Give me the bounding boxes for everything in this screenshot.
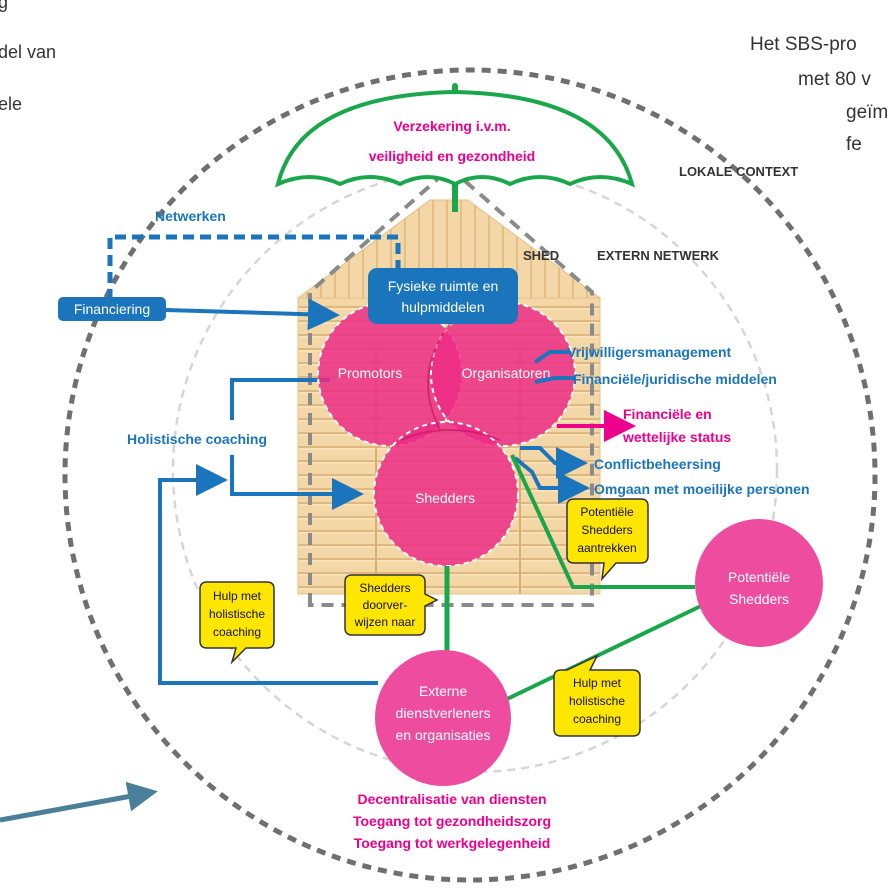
shedders-label: Shedders [415, 490, 475, 506]
financieel-link [534, 376, 575, 384]
callout-hulp-left: Hulp met holistische coaching [199, 581, 275, 665]
callout-doorverwijzen: Shedders doorver- wijzen naar [344, 574, 439, 636]
umbrella-line-2: veiligheid en gezondheid [369, 148, 535, 164]
callout-hulp-right-2: holistische [569, 694, 625, 708]
externe-dienstverleners-circle [375, 650, 511, 786]
financiering-label: Financiering [74, 301, 150, 317]
callout-doorverwijzen-2: doorver- [363, 598, 408, 612]
fragment-right-4: fe [846, 134, 862, 155]
label-extern-netwerk: EXTERN NETWERK [597, 248, 720, 263]
callout-hulp-right: Hulp met holistische coaching [553, 654, 641, 737]
label-lokale-context: LOKALE CONTEXT [679, 164, 798, 179]
label-shed: SHED [523, 248, 559, 263]
coaching-arrow [230, 455, 364, 510]
label-netwerken: Netwerken [155, 208, 226, 224]
fragment-left-2: del van [0, 42, 56, 62]
umbrella: Verzekering i.v.m. veiligheid en gezondh… [275, 83, 636, 212]
organisatoren-label: Organisatoren [462, 365, 551, 381]
fysieke-line-2: hulpmiddelen [401, 299, 484, 315]
bottom-line-3: Toegang tot werkgelegenheid [354, 835, 551, 851]
bottom-line-1: Decentralisatie van diensten [357, 791, 546, 807]
netwerken-link [107, 234, 401, 300]
label-financiele-juridisch: Financiële/juridische middelen [573, 371, 777, 387]
potentiele-shedders-circle [695, 519, 823, 647]
fysieke-ruimte-box [368, 268, 518, 324]
promotors-label: Promotors [338, 365, 403, 381]
fragment-left-3: ele [0, 94, 22, 114]
callout-aantrekken-3: aantrekken [577, 541, 636, 555]
vrijwilligers-link [533, 350, 570, 364]
callout-hulp-right-1: Hulp met [573, 676, 622, 690]
callout-aantrekken-2: Shedders [581, 523, 632, 537]
callout-hulp-left-2: holistische [209, 607, 265, 621]
financiering-arrow [165, 298, 340, 331]
label-financiele-status-2: wettelijke status [622, 429, 731, 445]
fragment-left-1: g [0, 0, 8, 12]
label-holistische-coaching: Holistische coaching [127, 431, 267, 447]
callout-hulp-left-3: coaching [213, 625, 261, 639]
potentiele-line-1: Potentiële [728, 569, 790, 585]
fysieke-line-1: Fysieke ruimte en [388, 278, 498, 294]
role-circles [317, 301, 576, 567]
extern-line-2: dienstverleners [396, 705, 491, 721]
coaching-link-top [230, 378, 330, 420]
local-context-boundary [62, 67, 878, 883]
hulp-feedback-arrow [158, 464, 378, 685]
umbrella-line-1: Verzekering i.v.m. [393, 118, 510, 134]
callout-doorverwijzen-1: Shedders [359, 581, 410, 595]
organisatoren-circle [430, 301, 576, 447]
label-financiele-status-1: Financiële en [623, 406, 712, 422]
extern-potentiele-link [504, 603, 704, 702]
label-moeilijke: Omgaan met moeilijke personen [594, 481, 810, 497]
moeilijke-link [513, 456, 590, 504]
conflict-link [520, 446, 588, 479]
extern-network-boundary [171, 166, 779, 774]
label-conflict: Conflictbeheersing [594, 456, 721, 472]
callout-hulp-right-3: coaching [573, 712, 621, 726]
callout-aantrekken: Potentiële Shedders aantrekken [566, 498, 649, 582]
extern-line-3: en organisaties [396, 727, 491, 743]
incoming-arrow [0, 781, 158, 823]
shed-boundary [308, 165, 594, 607]
callout-aantrekken-1: Potentiële [580, 505, 634, 519]
callout-hulp-left-1: Hulp met [213, 589, 262, 603]
fragment-right-2: met 80 v [798, 69, 871, 90]
extern-line-1: Externe [419, 683, 467, 699]
potentiele-line-2: Shedders [729, 591, 789, 607]
financiering-box [58, 297, 166, 321]
fragment-right-3: geïm [846, 102, 888, 123]
bottom-line-2: Toegang tot gezondheidszorg [353, 813, 551, 829]
fragment-right-1: Het SBS-pro [750, 34, 857, 55]
potentiele-link [510, 454, 695, 589]
callout-doorverwijzen-3: wijzen naar [354, 615, 416, 629]
label-vrijwilligers: Vrijwilligersmanagement [567, 344, 732, 360]
